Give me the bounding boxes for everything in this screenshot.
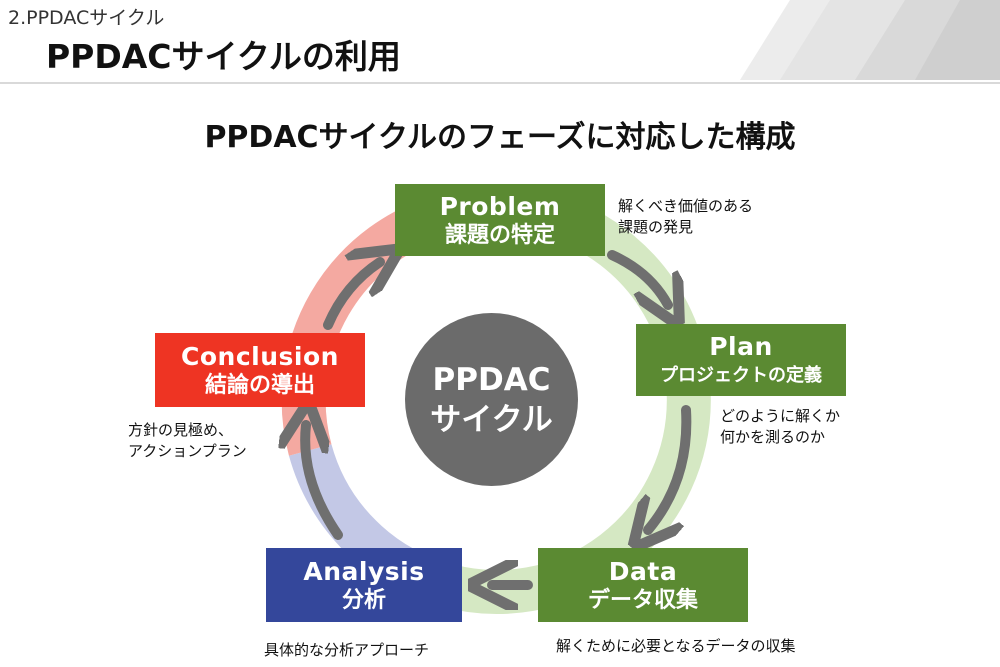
note-conclusion-line2: アクションプラン <box>128 442 247 460</box>
phase-conclusion-en: Conclusion <box>181 341 339 371</box>
section-label: 2.PPDACサイクル <box>8 7 165 29</box>
phase-data-ja: データ収集 <box>587 587 698 613</box>
phase-analysis-ja: 分析 <box>341 587 386 613</box>
note-problem: 解くべき価値のある 課題の発見 <box>618 196 753 238</box>
phase-box-plan: Plan プロジェクトの定義 <box>636 324 846 396</box>
phase-conclusion-ja: 結論の導出 <box>204 372 315 398</box>
arrow-problem-to-plan <box>607 250 668 305</box>
header-decoration-stripes <box>740 0 1000 80</box>
note-plan: どのように解くか 何かを測るのか <box>720 406 840 448</box>
phase-box-data: Data データ収集 <box>538 548 748 622</box>
note-conclusion-line1: 方針の見極め、 <box>128 421 234 439</box>
phase-analysis-en: Analysis <box>303 556 425 586</box>
phase-plan-en: Plan <box>709 331 773 361</box>
slide-title: PPDACサイクルの利用 <box>46 37 401 76</box>
note-problem-line2: 課題の発見 <box>618 218 694 236</box>
phase-problem-en: Problem <box>439 191 561 221</box>
note-problem-line1: 解くべき価値のある <box>618 197 754 215</box>
arrow-plan-to-data <box>648 405 692 530</box>
phase-problem-ja: 課題の特定 <box>444 222 555 248</box>
note-plan-line1: どのように解くか <box>720 407 841 425</box>
note-data: 解くために必要となるデータの収集 <box>556 636 796 657</box>
note-data-line1: 解くために必要となるデータの収集 <box>556 637 796 655</box>
note-analysis: 具体的な分析アプローチ <box>264 640 429 661</box>
center-label-line1: PPDAC <box>432 361 551 398</box>
center-label-line2: サイクル <box>430 401 553 438</box>
note-analysis-line1: 具体的な分析アプローチ <box>264 641 430 659</box>
phase-plan-ja: プロジェクトの定義 <box>660 364 822 386</box>
phase-box-conclusion: Conclusion 結論の導出 <box>155 333 365 407</box>
diagram-title: PPDACサイクルのフェーズに対応した構成 <box>204 120 796 155</box>
note-plan-line2: 何かを測るのか <box>720 428 826 446</box>
cycle-center-circle: PPDAC サイクル <box>405 313 578 486</box>
phase-box-analysis: Analysis 分析 <box>266 548 462 622</box>
note-conclusion: 方針の見極め、 アクションプラン <box>128 420 247 462</box>
phase-data-en: Data <box>608 556 678 586</box>
arrow-analysis-to-conclusion <box>305 425 343 540</box>
phase-box-problem: Problem 課題の特定 <box>395 184 605 256</box>
arrow-conclusion-to-problem <box>323 262 380 330</box>
